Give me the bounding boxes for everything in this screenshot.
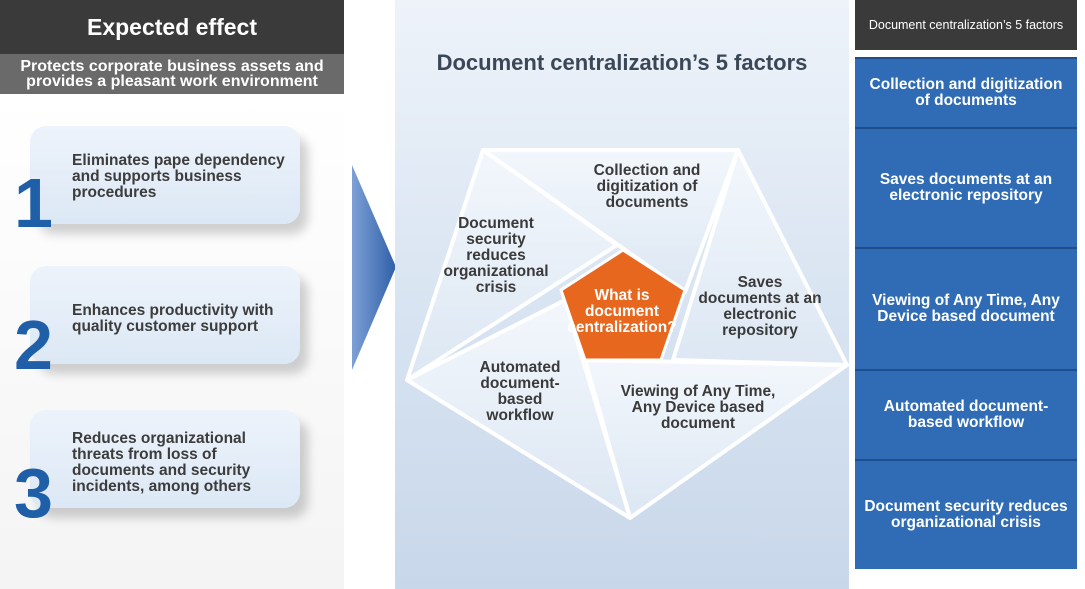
factor-box-collection: Collection and digitization of documents	[855, 57, 1077, 127]
effect-text-3: Reduces organizational threats from loss…	[72, 430, 252, 495]
factor-label-workflow: Automated document-based workflow	[479, 359, 561, 424]
diagram-title: Document centralization’s 5 factors	[436, 50, 808, 75]
factor-label-viewing: Viewing of Any Time, Any Device based do…	[620, 383, 776, 432]
factor-box-workflow: Automated document-based workflow	[855, 369, 1077, 459]
factors-diagram	[405, 148, 849, 520]
effect-card-2	[30, 266, 300, 364]
effect-text-2: Enhances productivity with quality custo…	[72, 302, 274, 335]
effect-number-2: 2	[14, 306, 53, 384]
factor-shape-workflow	[405, 298, 632, 520]
effect-number-1: 1	[14, 164, 53, 242]
factor-shape-security	[405, 148, 619, 382]
effect-card-3	[30, 410, 300, 508]
expected-effect-subtitle: Protects corporate business assets and p…	[0, 54, 344, 94]
factor-box-security: Document security reduces organizational…	[855, 459, 1077, 569]
factor-box-repository: Saves documents at an electronic reposit…	[855, 127, 1077, 247]
core-pentagon	[559, 248, 687, 362]
effect-number-3: 3	[14, 454, 53, 532]
effect-card-1	[30, 126, 300, 224]
factor-label-security: Document security reduces organizational…	[443, 215, 549, 296]
flow-arrow-icon	[352, 165, 396, 370]
factor-label-collection: Collection and digitization of documents	[593, 162, 701, 211]
expected-effect-title: Expected effect	[0, 0, 344, 54]
core-label: What is document centralization?	[567, 287, 677, 336]
factor-label-repository: Saves documents at an electronic reposit…	[698, 274, 822, 339]
factor-box-viewing: Viewing of Any Time, Any Device based do…	[855, 247, 1077, 369]
effect-text-1: Eliminates pape dependency and supports …	[72, 152, 285, 201]
factors-list-header: Document centralization’s 5 factors	[855, 0, 1077, 50]
